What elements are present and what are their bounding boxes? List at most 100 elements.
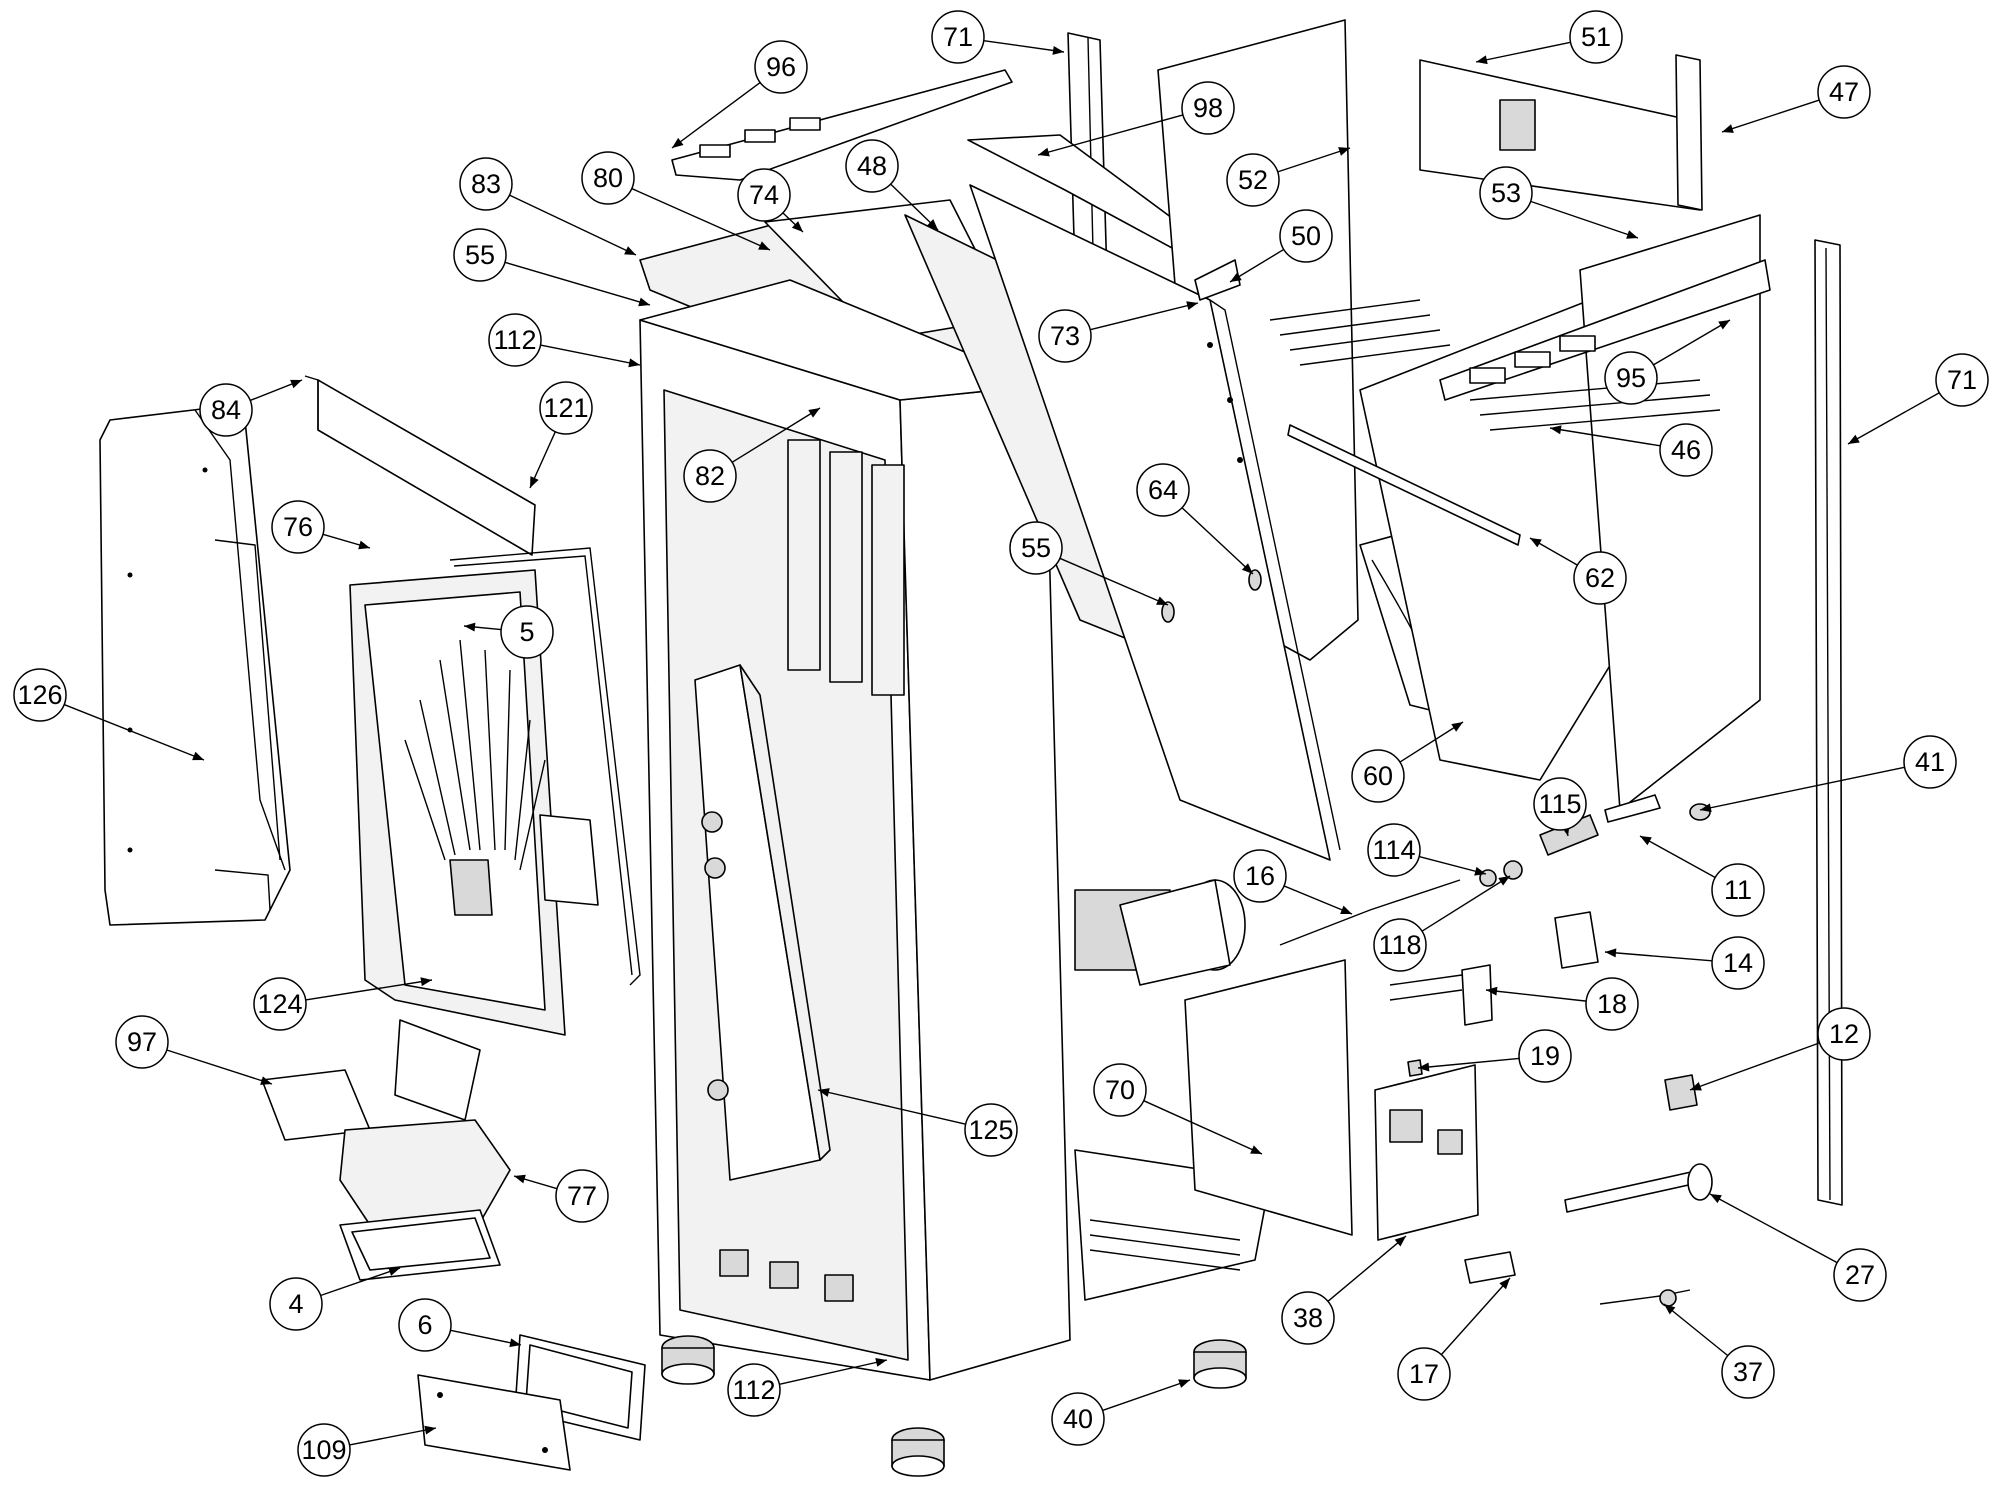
callout-label: 38	[1293, 1303, 1323, 1333]
callout-bubble	[683, 449, 737, 503]
callout-leader-line	[1663, 1303, 1729, 1357]
callout-bubble	[1711, 863, 1765, 917]
callout-leader-line	[320, 1267, 401, 1297]
callout-arrowhead	[672, 137, 684, 148]
callout-leader-line	[1689, 1042, 1820, 1091]
callout-bubble	[1281, 1291, 1335, 1345]
callout-leader-line	[817, 1089, 966, 1125]
callout-label: 95	[1616, 363, 1646, 393]
callout-arrowhead	[808, 408, 820, 418]
callout-arrowhead	[1640, 836, 1652, 846]
callout-arrowhead	[1250, 1145, 1262, 1154]
callout-label: 97	[127, 1027, 157, 1057]
callout-label: 16	[1245, 861, 1275, 891]
top-plate-96	[671, 69, 1013, 181]
gasket-4	[339, 1209, 501, 1281]
callout-bubble	[1711, 936, 1765, 990]
callout-label: 96	[766, 52, 796, 82]
callout-leader-line	[1699, 766, 1905, 811]
callout-60: 60	[1351, 721, 1464, 803]
callout-leader-line	[63, 703, 205, 761]
callout-64: 64	[1136, 463, 1254, 575]
callout-bubble	[13, 668, 67, 722]
callout-arrowhead	[1498, 876, 1510, 886]
callout-arrowhead	[1626, 230, 1638, 239]
callout-arrowhead	[1710, 1194, 1722, 1204]
callout-bubble	[488, 313, 542, 367]
callout-leader-line	[1549, 427, 1661, 447]
callout-73: 73	[1038, 301, 1199, 363]
callout-leader-line	[1421, 875, 1511, 932]
callout-70: 70	[1093, 1063, 1263, 1155]
callout-arrowhead	[1338, 147, 1350, 156]
callout-label: 62	[1585, 563, 1615, 593]
callout-bubble	[1903, 735, 1957, 789]
callout-leader-line	[1327, 1235, 1407, 1302]
panel-51	[1419, 59, 1701, 211]
callout-bubble	[1093, 1063, 1147, 1117]
callout-label: 121	[543, 393, 588, 423]
callout-arrowhead	[1230, 272, 1242, 282]
callout-leader-line	[983, 39, 1065, 53]
callout-arrowhead	[1241, 563, 1253, 574]
shaft-11	[1604, 794, 1661, 823]
callout-arrowhead	[624, 246, 636, 255]
callout-98: 98	[1037, 81, 1235, 157]
callout-arrowhead	[1700, 803, 1712, 813]
callout-16: 16	[1233, 849, 1353, 915]
callout-55: 55	[453, 228, 651, 307]
callout-label: 71	[1947, 365, 1977, 395]
callout-leader-line	[1604, 951, 1713, 962]
callout-52: 52	[1226, 147, 1351, 207]
callout-leader-line	[731, 407, 821, 463]
callout-arrowhead	[758, 241, 770, 250]
callout-label: 112	[493, 325, 536, 355]
callout-arrowhead	[1486, 986, 1498, 996]
callout-label: 51	[1581, 22, 1611, 52]
callout-arrowhead	[1718, 320, 1730, 330]
plate-109	[417, 1374, 571, 1471]
callout-arrowhead	[1476, 55, 1488, 65]
callout-96: 96	[671, 40, 808, 149]
callout-bubble	[1935, 353, 1989, 407]
callout-label: 71	[943, 22, 973, 52]
callout-62: 62	[1529, 537, 1627, 605]
rods-46	[1269, 299, 1721, 431]
callout-47: 47	[1721, 65, 1871, 133]
callout-bubble	[1585, 977, 1639, 1031]
callout-leader-line	[1847, 392, 1940, 445]
callout-leader-line	[1143, 1100, 1263, 1155]
callout-label: 52	[1238, 165, 1268, 195]
callout-leader-line	[504, 261, 651, 306]
callout-bubble	[199, 383, 253, 437]
callout-leader-line	[1418, 855, 1487, 875]
callout-label: 18	[1597, 989, 1627, 1019]
callout-arrowhead	[514, 1174, 526, 1184]
callout-leader-line	[1102, 1379, 1191, 1412]
callout-bubble	[459, 157, 513, 211]
callout-leader-line	[450, 1329, 522, 1346]
callout-bubble	[271, 500, 325, 554]
callout-arrowhead	[1394, 1236, 1406, 1247]
callout-label: 64	[1148, 475, 1178, 505]
callout-125: 125	[817, 1088, 1018, 1157]
callout-6: 6	[398, 1298, 522, 1352]
callout-arrowhead	[628, 358, 640, 368]
callout-label: 82	[695, 461, 725, 491]
callout-label: 6	[417, 1310, 432, 1340]
panel-84	[304, 375, 536, 556]
pin-55	[1161, 601, 1175, 623]
callout-label: 27	[1845, 1260, 1875, 1290]
callout-71: 71	[931, 10, 1065, 64]
callout-label: 53	[1491, 178, 1521, 208]
callout-126: 126	[13, 668, 205, 761]
callout-bubble	[845, 139, 899, 193]
callout-arrowhead	[638, 297, 650, 307]
callout-bubble	[1604, 351, 1658, 405]
callout-arrowhead	[192, 751, 204, 761]
callout-41: 41	[1699, 735, 1957, 813]
callout-arrowhead	[1664, 1304, 1676, 1315]
callout-arrowhead	[530, 476, 539, 488]
